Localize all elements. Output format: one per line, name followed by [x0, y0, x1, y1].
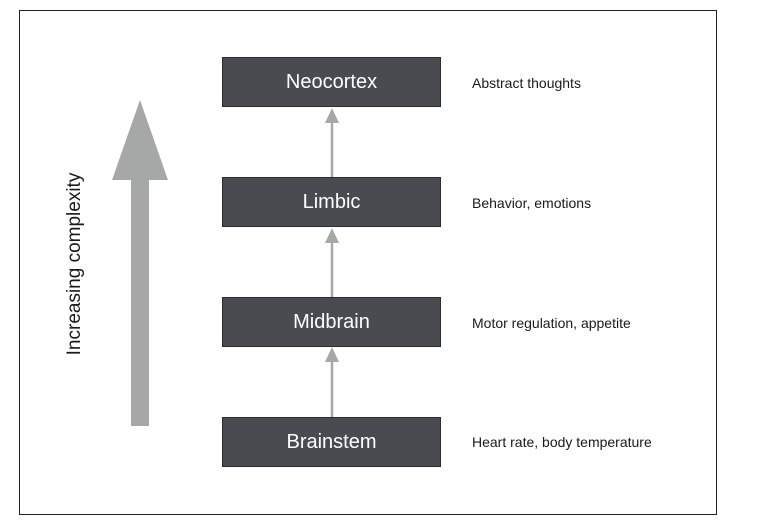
level-box-midbrain: Midbrain — [222, 297, 441, 347]
level-description-limbic: Behavior, emotions — [472, 195, 592, 211]
connector-arrow-limbic-to-neocortex — [325, 108, 339, 177]
level-box-brainstem: Brainstem — [222, 417, 441, 467]
level-box-limbic: Limbic — [222, 177, 441, 227]
level-box-neocortex: Neocortex — [222, 57, 441, 107]
level-label: Midbrain — [293, 310, 370, 333]
complexity-arrow — [112, 100, 168, 426]
level-description-midbrain: Motor regulation, appetite — [472, 315, 631, 331]
level-description-neocortex: Abstract thoughts — [472, 75, 581, 91]
connector-arrow-midbrain-to-limbic — [325, 228, 339, 297]
level-label: Neocortex — [285, 70, 378, 93]
connector-arrow-brainstem-to-midbrain — [325, 347, 339, 417]
level-description-brainstem: Heart rate, body temperature — [472, 434, 652, 450]
level-label: Brainstem — [286, 430, 377, 453]
axis-label: Increasing complexity — [64, 172, 85, 356]
level-label: Limbic — [302, 190, 361, 213]
